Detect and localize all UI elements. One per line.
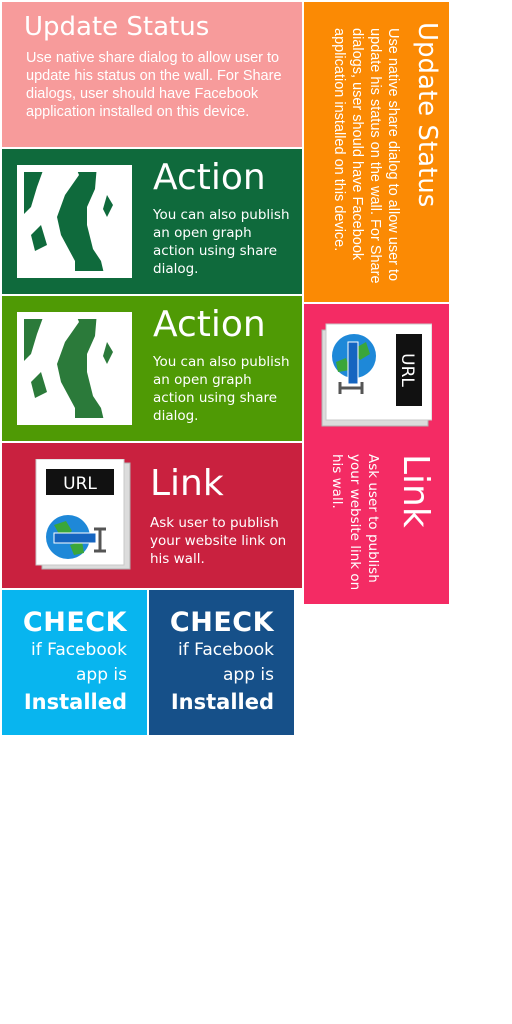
link-tile-rotated[interactable]: URL Link Ask user to publish your websit… (304, 304, 449, 604)
action-title-2: Action (153, 304, 266, 345)
link-title: Link (150, 463, 224, 504)
action-tile-1[interactable]: Action You can also publish an open grap… (2, 149, 302, 294)
link-rotated-title-text: Link (395, 454, 436, 528)
url-label: URL (397, 353, 417, 387)
action-description-1: You can also publish an open graph actio… (153, 207, 290, 277)
check-facebook-text-1: CHECK if Facebook app is Installed (23, 608, 127, 716)
update-status-description: Use native share dialog to allow user to… (26, 50, 282, 120)
update-status-tile-rotated[interactable]: Update Status Use native share dialog to… (304, 2, 449, 302)
check-subtext-2: app is (223, 665, 274, 685)
update-status-rotated-title-text: Update Status (412, 22, 442, 208)
map-icon (17, 165, 132, 278)
check-label: CHECK (169, 607, 274, 638)
check-facebook-text-2: CHECK if Facebook app is Installed (170, 608, 274, 716)
check-facebook-tile-1[interactable]: CHECK if Facebook app is Installed (2, 590, 147, 735)
check-subtext-1: if Facebook (178, 640, 274, 660)
url-document-icon: URL (320, 320, 433, 432)
update-status-rotated-title: Update Status (412, 22, 442, 207)
update-status-title: Update Status (24, 12, 210, 42)
url-label: URL (63, 474, 97, 494)
action-description-2: You can also publish an open graph actio… (153, 354, 290, 424)
check-subtext-2: app is (76, 665, 127, 685)
action-tile-2[interactable]: Action You can also publish an open grap… (2, 296, 302, 441)
check-label: CHECK (22, 607, 127, 638)
check-subtext-1: if Facebook (31, 640, 127, 660)
map-icon (17, 312, 132, 425)
action-title-1: Action (153, 157, 266, 198)
check-facebook-tile-2[interactable]: CHECK if Facebook app is Installed (149, 590, 294, 735)
link-rotated-description: Ask user to publish your website link on… (328, 454, 382, 594)
update-status-tile[interactable]: Update Status Use native share dialog to… (2, 2, 302, 147)
link-rotated-title: Link (395, 454, 436, 528)
url-document-icon: URL (32, 458, 132, 571)
check-installed-label: Installed (23, 690, 127, 714)
update-status-rotated-description: Use native share dialog to allow user to… (330, 28, 402, 290)
link-tile[interactable]: URL Link Ask user to publish your websit… (2, 443, 302, 588)
update-status-rotated-body: Use native share dialog to allow user to… (331, 28, 401, 284)
link-description: Ask user to publish your website link on… (150, 515, 287, 567)
link-rotated-body: Ask user to publish your website link on… (329, 454, 381, 591)
check-installed-label: Installed (170, 690, 274, 714)
